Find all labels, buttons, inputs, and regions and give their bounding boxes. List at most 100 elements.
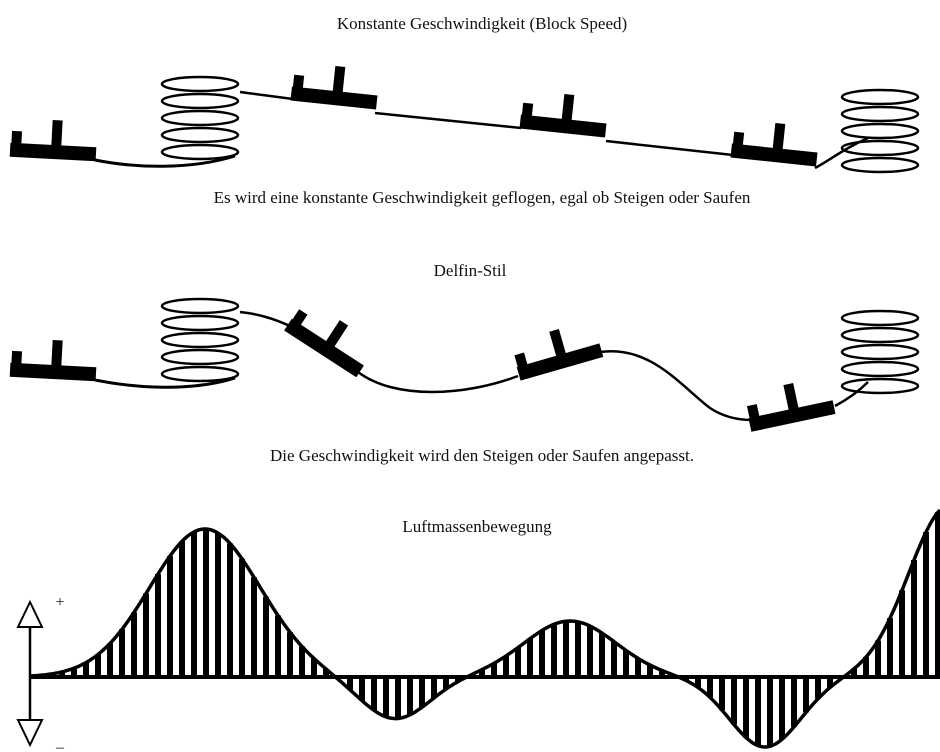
hatch-stripe [827,677,833,688]
airmass-wave-curve [29,508,940,749]
hatch-stripe [731,677,737,725]
glider-icon [284,309,364,378]
hatch-stripe [659,670,665,677]
hatch-stripe [539,630,545,677]
glider-icon [9,119,97,162]
hatch-stripe [119,629,125,677]
plus-label: + [55,594,64,611]
hatch-stripe [443,677,449,690]
hatch-stripe [191,531,197,677]
hatch-stripe [227,543,233,677]
dolphin-panel: Delfin-Stil [9,261,920,465]
hatch-stripe [623,650,629,677]
hatch-stripe [179,541,185,677]
hatch-stripe [323,668,329,677]
hatch-stripe [755,677,761,746]
hatch-stripe [815,677,821,699]
glider-icon [514,329,604,381]
block-speed-caption: Es wird eine konstante Geschwindigkeit g… [214,188,751,207]
hatch-stripe [599,633,605,677]
hatch-stripe [923,532,929,677]
hatch-stripe [515,647,521,677]
hatch-stripe [407,677,413,715]
hatch-stripe [851,668,857,677]
thermal-spiral-icon [840,88,920,174]
hatch-stripe [419,677,425,708]
hatch-stripe [287,632,293,677]
hatch-stripe [791,677,797,727]
hatch-stripe [551,624,557,677]
hatch-stripe [299,646,305,677]
hatch-stripe [239,558,245,677]
hatch-stripe [743,677,749,738]
dolphin-caption: Die Geschwindigkeit wird den Steigen ode… [270,446,694,465]
hatch-stripe [383,677,389,717]
thermal-spiral-icon [840,309,920,395]
hatch-stripe [107,643,113,677]
hatch-stripe [431,677,437,698]
hatch-stripe [263,596,269,677]
hatch-stripe [479,669,485,677]
hatch-stripe [71,668,77,677]
hatch-stripe [251,577,257,677]
hatch-stripe [911,560,917,677]
hatch-stripe [359,677,365,701]
glider-icon [519,93,607,138]
hatch-stripe [875,640,881,677]
block-speed-panel: Konstante Geschwindigkeit (Block Speed) [9,14,920,207]
down-arrow-icon [16,719,44,748]
hatch-stripe [503,655,509,677]
thermal-spiral-icon [160,297,240,383]
airmass-hatching [47,512,940,747]
hatch-stripe [155,574,161,677]
airmass-panel: Luftmassenbewegung + – [16,508,940,752]
minus-label: – [55,739,65,752]
block-speed-flight-path [94,90,869,170]
hatch-stripe [563,621,569,677]
thermal-spiral-icon [160,75,240,161]
hatch-stripe [779,677,785,740]
hatch-stripe [863,657,869,677]
airmass-title: Luftmassenbewegung [402,517,552,536]
hatch-stripe [575,621,581,677]
hatch-stripe [371,677,377,711]
sink-hatching [335,677,833,747]
hatch-stripe [635,658,641,677]
hatch-stripe [395,677,401,719]
hatch-stripe [887,618,893,677]
hatch-stripe [95,654,101,677]
dolphin-flight-path [94,310,869,422]
hatch-stripe [803,677,809,713]
lift-hatching [47,512,940,677]
glider-icon [290,65,378,110]
hatch-stripe [347,677,353,690]
dolphin-title: Delfin-Stil [434,261,507,280]
hatch-stripe [899,590,905,677]
hatch-stripe [647,665,653,677]
hatch-stripe [767,677,773,747]
hatch-stripe [203,529,209,677]
up-arrow-icon [16,599,44,628]
hatch-stripe [719,677,725,711]
hatch-stripe [491,663,497,677]
hatch-stripe [695,677,701,688]
hatch-stripe [935,512,940,677]
hatch-stripe [131,612,137,677]
hatch-stripe [83,662,89,677]
glider-icon [746,383,836,432]
hatch-stripe [527,638,533,677]
glider-icon [730,122,818,167]
hatch-stripe [215,533,221,677]
glider-icon [9,339,97,382]
block-speed-title: Konstante Geschwindigkeit (Block Speed) [337,14,627,33]
hatch-stripe [167,555,173,677]
hatch-stripe [611,641,617,677]
hatch-stripe [311,658,317,677]
hatch-stripe [59,671,65,677]
hatch-stripe [455,677,461,682]
hatch-stripe [275,615,281,677]
hatch-stripe [143,593,149,677]
hatch-stripe [707,677,713,698]
hatch-stripe [587,626,593,677]
